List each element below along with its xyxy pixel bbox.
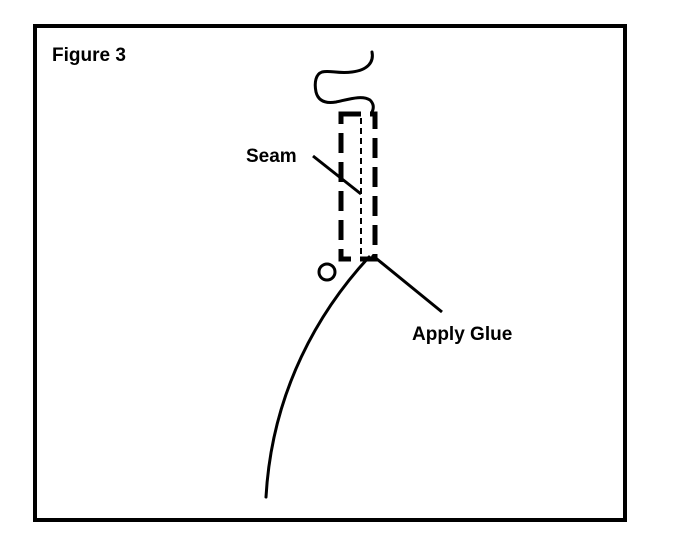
figure-frame [33,24,627,522]
glue-leader-line [371,253,443,314]
seam-label: Seam [246,146,297,167]
seam-leader-line [312,154,362,196]
body-curve [264,255,371,499]
apply-glue-label: Apply Glue [412,324,513,345]
top-tab-curve [313,50,375,114]
seam-dashed-outline [338,111,378,262]
small-circle-marker [317,262,337,282]
figure-title: Figure 3 [52,45,126,66]
